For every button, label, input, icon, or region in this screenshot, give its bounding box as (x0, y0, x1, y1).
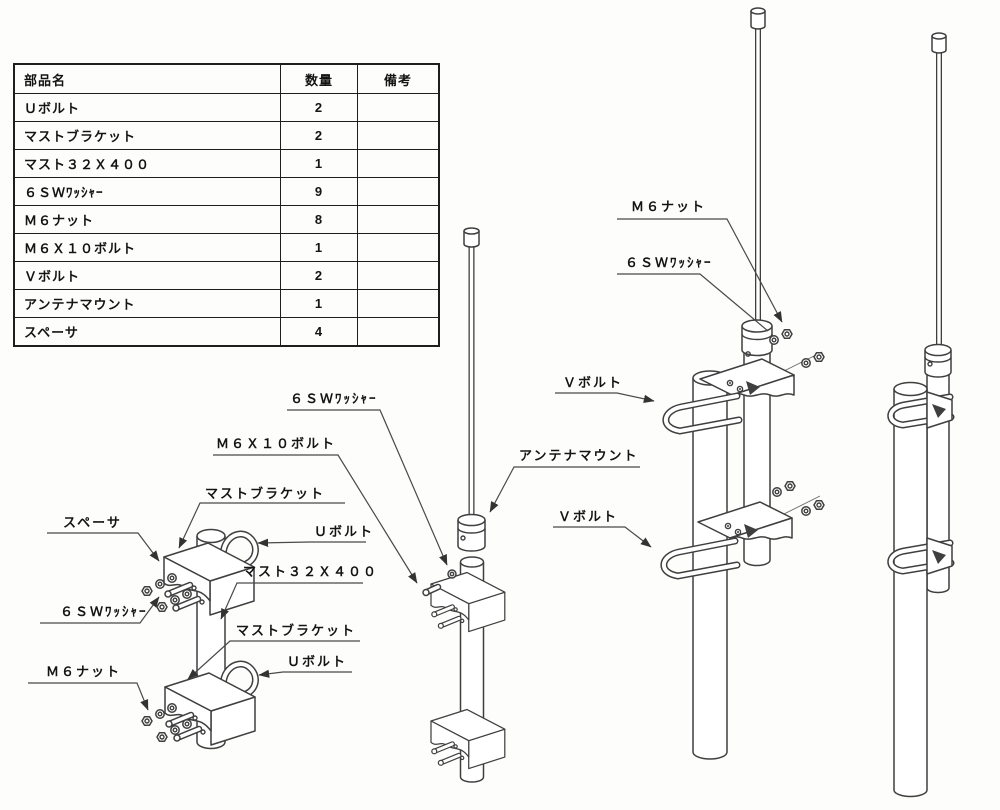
label-u-bolt-top: Ｕボルト (314, 524, 375, 539)
label-v-bolt-bottom: Ｖボルト (558, 509, 619, 524)
label-m6x10-bolt: Ｍ６Ｘ１０ボルト (216, 436, 337, 451)
part-name-cell: Ｖボルト (13, 261, 281, 290)
part-qty-cell: 2 (280, 121, 358, 150)
part-name-cell: アンテナマウント (13, 289, 281, 318)
header-part-name: 部品名 (13, 63, 281, 94)
label-m6-nut-a: Ｍ６ナット (46, 664, 122, 679)
part-qty-cell: 2 (280, 261, 358, 290)
part-name-cell: スペーサ (13, 317, 281, 347)
part-qty-cell: 9 (280, 177, 358, 206)
part-remarks-cell (357, 261, 440, 290)
part-name-cell: マスト３２Ｘ４００ (13, 149, 281, 178)
table-row: アンテナマウント 1 (13, 289, 440, 318)
header-remarks: 備考 (357, 63, 440, 94)
diagram-exploded-v-bolt-assembly (660, 7, 825, 760)
table-row: マスト３２Ｘ４００ 1 (13, 149, 440, 178)
part-name-cell: Ｍ６ナット (13, 205, 281, 234)
label-v-bolt-top: Ｖボルト (563, 375, 624, 390)
part-name-cell: Ｍ６Ｘ１０ボルト (13, 233, 281, 262)
part-qty-cell: 4 (280, 317, 358, 347)
diagram-mast-with-antenna-mount (422, 227, 505, 783)
part-name-cell: ６ＳＷﾜｯｼｬｰ (13, 177, 281, 206)
label-u-bolt-bottom: Ｕボルト (287, 654, 348, 669)
table-row: Ｍ６Ｘ１０ボルト 1 (13, 233, 440, 262)
part-remarks-cell (357, 149, 440, 178)
part-remarks-cell (357, 317, 440, 347)
table-row: マストブラケット 2 (13, 121, 440, 150)
label-6sw-washer-c: ６ＳＷﾜｯｼｬｰ (625, 255, 713, 270)
part-qty-cell: 2 (280, 93, 358, 122)
label-mast-bracket-bottom: マストブラケット (236, 623, 357, 638)
parts-table: 部品名 数量 備考 Ｕボルト 2 マストブラケット 2 マスト３２Ｘ４００ 1 (13, 63, 440, 347)
header-quantity: 数量 (280, 63, 358, 94)
label-6sw-washer-b: ６ＳＷﾜｯｼｬｰ (290, 391, 378, 406)
parts-table-header-row: 部品名 数量 備考 (13, 63, 440, 94)
table-row: Ｖボルト 2 (13, 261, 440, 290)
part-name-cell: Ｕボルト (13, 93, 281, 122)
label-antenna-mount: アンテナマウント (519, 448, 639, 463)
label-mast-32x400: マスト３２Ｘ４００ (243, 564, 379, 579)
part-qty-cell: 1 (280, 289, 358, 318)
part-qty-cell: 1 (280, 149, 358, 178)
part-remarks-cell (357, 121, 440, 150)
label-6sw-washer-a: ６ＳＷﾜｯｼｬｰ (60, 604, 148, 619)
part-remarks-cell (357, 289, 440, 318)
label-m6-nut-c: Ｍ６ナット (631, 199, 707, 214)
table-row: Ｍ６ナット 8 (13, 205, 440, 234)
label-spacer: スペーサ (63, 515, 122, 530)
part-remarks-cell (357, 205, 440, 234)
table-row: Ｕボルト 2 (13, 93, 440, 122)
label-mast-bracket-top: マストブラケット (205, 486, 326, 501)
part-name-cell: マストブラケット (13, 121, 281, 150)
part-remarks-cell (357, 177, 440, 206)
part-remarks-cell (357, 93, 440, 122)
part-qty-cell: 8 (280, 205, 358, 234)
table-row: スペーサ 4 (13, 317, 440, 347)
table-row: ６ＳＷﾜｯｼｬｰ 9 (13, 177, 440, 206)
diagram-assembled-antenna-mount (887, 32, 955, 798)
part-qty-cell: 1 (280, 233, 358, 262)
diagram-exploded-u-bolt-assembly (141, 528, 259, 750)
label-leader-lines (28, 218, 783, 711)
part-remarks-cell (357, 233, 440, 262)
